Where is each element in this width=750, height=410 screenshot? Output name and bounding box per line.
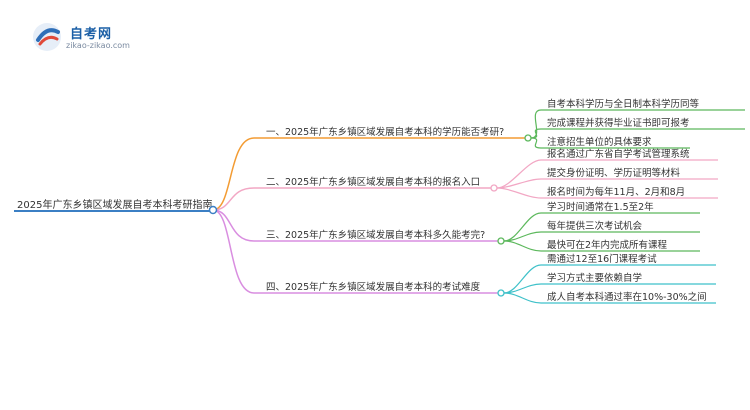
branch-node-dot[interactable]: [524, 134, 532, 142]
branch-node-dot[interactable]: [497, 289, 505, 297]
branch-link: [212, 187, 491, 211]
leaf-link: [503, 283, 716, 294]
leaf-link: [530, 137, 690, 149]
branch-link: [212, 209, 498, 294]
leaf-node-label: 学习时间通常在1.5至2年: [547, 201, 654, 213]
leaf-link: [503, 240, 700, 252]
leaf-node-label: 成人自考本科通过率在10%-30%之间: [547, 291, 707, 303]
leaf-link: [530, 109, 745, 139]
site-logo[interactable]: 自考网 zikao-zikao.com: [30, 20, 140, 54]
leaf-node-label: 每年提供三次考试机会: [547, 220, 643, 232]
leaf-link: [503, 292, 716, 304]
logo-emblem-icon: [33, 23, 61, 51]
branch-node-dot[interactable]: [497, 237, 505, 245]
leaf-node-label: 最快可在2年内完成所有课程: [547, 239, 668, 251]
leaf-link: [496, 178, 718, 189]
leaf-link: [503, 212, 700, 242]
branch-link: [212, 209, 498, 242]
leaf-link: [503, 231, 700, 242]
leaf-node-label: 完成课程并获得毕业证书即可报考: [547, 117, 690, 129]
leaf-node-label: 注意招生单位的具体要求: [547, 136, 652, 148]
mindmap-links: [14, 109, 745, 304]
branch-node-label: 二、2025年广东乡镇区域发展自考本科的报名入口: [266, 176, 480, 188]
mindmap-nodes: 2025年广东乡镇区域发展自考本科考研指南 一、2025年广东乡镇区域发展自考本…: [17, 98, 707, 303]
leaf-node-label: 自考本科学历与全日制本科学历同等: [547, 98, 700, 110]
leaf-node-label: 报名时间为每年11月、2月和8月: [547, 186, 685, 198]
leaf-link: [496, 159, 718, 189]
leaf-link: [503, 264, 716, 294]
branch-node-dot[interactable]: [490, 184, 498, 192]
leaf-node-label: 提交身份证明、学历证明等材料: [547, 167, 681, 179]
branch-node-label: 三、2025年广东乡镇区域发展自考本科多久能考完?: [266, 229, 485, 241]
leaf-link: [496, 187, 718, 199]
branch-link: [212, 137, 525, 211]
logo-url: zikao-zikao.com: [66, 41, 130, 50]
branch-node-label: 四、2025年广东乡镇区域发展自考本科的考试难度: [266, 281, 481, 293]
logo-name: 自考网: [70, 27, 113, 42]
leaf-node-label: 需通过12至16门课程考试: [547, 253, 657, 265]
leaf-node-label: 学习方式主要依赖自学: [547, 272, 642, 284]
root-node-dot[interactable]: [208, 205, 218, 215]
leaf-node-label: 报名通过广东省自学考试管理系统: [547, 148, 690, 160]
branch-node-label: 一、2025年广东乡镇区域发展自考本科的学历能否考研?: [266, 126, 504, 138]
root-node-label: 2025年广东乡镇区域发展自考本科考研指南: [17, 198, 212, 211]
